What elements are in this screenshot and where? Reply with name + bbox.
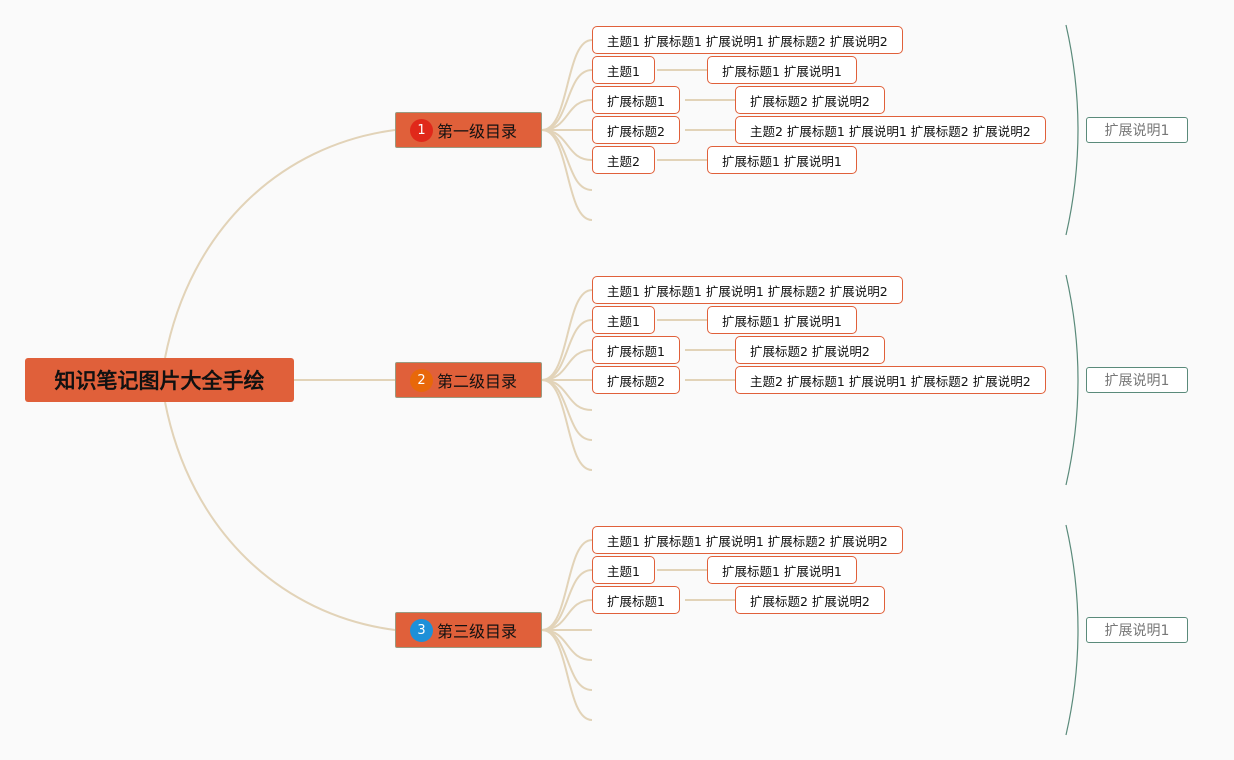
extension-node[interactable]: 主题2 扩展标题1 扩展说明1 扩展标题2 扩展说明2 <box>735 366 1046 394</box>
branch-connector <box>541 539 593 631</box>
summary-node[interactable]: 扩展说明1 <box>1086 617 1188 643</box>
branch-connector <box>541 69 593 131</box>
extension-node[interactable]: 扩展标题2 扩展说明2 <box>735 586 885 614</box>
branch-connector <box>541 39 593 131</box>
branch-connector <box>541 599 593 631</box>
subtopic-node[interactable]: 扩展标题1 <box>592 586 680 614</box>
subtopic-node[interactable]: 扩展标题2 <box>592 116 680 144</box>
extension-node[interactable]: 扩展标题1 扩展说明1 <box>707 56 857 84</box>
level1-topic-label: 第二级目录 <box>437 372 518 391</box>
extension-node[interactable]: 扩展标题2 扩展说明2 <box>735 86 885 114</box>
subtopic-node[interactable]: 主题1 <box>592 556 655 584</box>
extension-node[interactable]: 主题2 扩展标题1 扩展说明1 扩展标题2 扩展说明2 <box>735 116 1046 144</box>
number-badge-icon: 3 <box>410 618 433 642</box>
number-badge-icon: 1 <box>410 118 433 142</box>
summary-bracket <box>1065 274 1079 486</box>
extension-node[interactable]: 扩展标题1 扩展说明1 <box>707 146 857 174</box>
number-badge-icon: 2 <box>410 368 433 392</box>
summary-bracket <box>1065 24 1079 236</box>
branch-connector <box>541 379 593 471</box>
summary-node[interactable]: 扩展说明1 <box>1086 367 1188 393</box>
level1-topic-label: 第三级目录 <box>437 622 518 641</box>
branch-connector <box>541 129 593 221</box>
branch-connector <box>541 99 593 131</box>
root-topic-label: 知识笔记图片大全手绘 <box>54 369 265 393</box>
summary-bracket <box>1065 524 1079 736</box>
subtopic-node[interactable]: 主题1 <box>592 306 655 334</box>
extension-node[interactable]: 扩展标题1 扩展说明1 <box>707 556 857 584</box>
summary-node[interactable]: 扩展说明1 <box>1086 117 1188 143</box>
extension-node[interactable]: 扩展标题1 扩展说明1 <box>707 306 857 334</box>
branch-connector <box>541 319 593 381</box>
subtopic-node[interactable]: 主题1 <box>592 56 655 84</box>
branch-connector <box>541 629 593 721</box>
subtopic-node[interactable]: 扩展标题2 <box>592 366 680 394</box>
branch-connector <box>541 379 593 411</box>
subtopic-node[interactable]: 扩展标题1 <box>592 336 680 364</box>
extension-node[interactable]: 扩展标题2 扩展说明2 <box>735 336 885 364</box>
level1-topic-label: 第一级目录 <box>437 122 518 141</box>
branch-connector <box>541 289 593 381</box>
root-connector <box>164 129 396 359</box>
branch-connector <box>541 349 593 381</box>
branch-connector <box>541 129 593 161</box>
subtopic-node[interactable]: 主题1 扩展标题1 扩展说明1 扩展标题2 扩展说明2 <box>592 276 903 304</box>
subtopic-node[interactable]: 扩展标题1 <box>592 86 680 114</box>
subtopic-node[interactable]: 主题1 扩展标题1 扩展说明1 扩展标题2 扩展说明2 <box>592 26 903 54</box>
root-connector <box>164 401 396 631</box>
branch-connector <box>541 569 593 631</box>
subtopic-node[interactable]: 主题1 扩展标题1 扩展说明1 扩展标题2 扩展说明2 <box>592 526 903 554</box>
subtopic-node[interactable]: 主题2 <box>592 146 655 174</box>
root-topic[interactable]: 知识笔记图片大全手绘 <box>25 358 294 402</box>
branch-connector <box>541 629 593 661</box>
